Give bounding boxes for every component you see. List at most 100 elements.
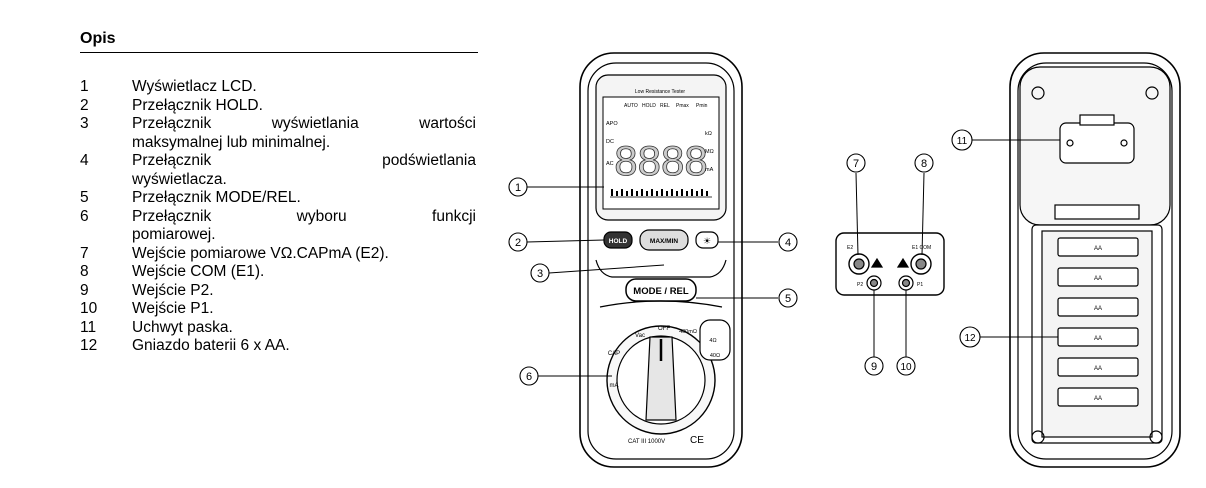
callout-1: 1 <box>508 177 528 197</box>
item-text: Wyświetlacz LCD. <box>132 78 257 95</box>
item-text: Wejście COM (E1). <box>132 263 265 280</box>
callout-3: 3 <box>530 263 550 283</box>
dial-label: 400mΩ <box>679 329 697 335</box>
item-text: Uchwyt paska. <box>132 318 233 336</box>
item-text: pomiarowej. <box>132 226 216 243</box>
callout-6: 6 <box>519 366 539 386</box>
svg-text:9: 9 <box>871 361 877 373</box>
lcd-annunciator: mA <box>705 167 714 173</box>
lcd-annunciator: REL <box>660 103 670 109</box>
terminal-label-e2: E2 <box>847 245 853 251</box>
terminal-label-e1: E1 COM <box>912 245 931 251</box>
item-number: 11 <box>80 318 97 336</box>
terminal-label-p1: P1 <box>917 282 923 288</box>
item-text: maksymalnej lub minimalnej. <box>132 133 331 151</box>
lcd-bargraph <box>611 189 708 196</box>
cat-rating: CAT III 1000V <box>628 439 665 445</box>
item-number: 6 <box>80 207 89 225</box>
maxmin-button-shape[interactable] <box>639 229 689 251</box>
lcd-annunciator: DC <box>606 139 614 145</box>
item-text: wyświetlacza. <box>132 170 227 188</box>
svg-text:1: 1 <box>515 182 521 194</box>
terminal-panel <box>835 232 945 296</box>
battery-label: AA <box>1094 306 1102 312</box>
item-text: Wejście P2. <box>132 281 214 299</box>
dial-label: Vac <box>635 333 645 339</box>
battery-label: AA <box>1094 336 1102 342</box>
strap-handle <box>1059 122 1135 164</box>
svg-text:8: 8 <box>921 158 927 170</box>
backlight-icon: ☀ <box>703 236 711 246</box>
item-text: Wejście P1. <box>132 300 214 317</box>
lcd-annunciator: Pmax <box>676 103 689 109</box>
list-item-continuation: maksymalnej lub minimalnej. <box>80 134 476 153</box>
dial-label: 40Ω <box>710 353 720 359</box>
backlight-button-shape[interactable] <box>695 231 719 249</box>
list-item: 1 Wyświetlacz LCD. <box>80 78 476 97</box>
device-illustration: Low Resistance Tester 8888 APO DC AC AUT… <box>500 45 1206 485</box>
meter-front <box>579 52 743 468</box>
callout-7: 7 <box>846 153 866 173</box>
list-item: 6 Przełącznik wyboru funkcji <box>80 208 476 227</box>
device-drawing: Low Resistance Tester 8888 APO DC AC AUT… <box>508 52 1181 468</box>
list-item: 5 Przełącznik MODE/REL. <box>80 189 476 208</box>
callout-8: 8 <box>914 153 934 173</box>
mode-rel-label: MODE / REL <box>633 286 689 297</box>
svg-text:6: 6 <box>526 371 532 383</box>
section-heading: Opis <box>80 30 478 53</box>
maxmin-label: MAX/MIN <box>650 238 678 245</box>
item-number: 1 <box>80 78 89 95</box>
svg-text:11: 11 <box>957 136 968 147</box>
lcd-title: Low Resistance Tester <box>635 89 686 95</box>
callout-5: 5 <box>778 288 798 308</box>
dial-label: OFF <box>658 326 670 332</box>
list-item: 9 Wejście P2. <box>80 282 476 301</box>
svg-text:5: 5 <box>785 293 791 305</box>
ce-mark: CE <box>690 435 704 446</box>
battery-label: AA <box>1094 366 1102 372</box>
list-item: 11 Uchwyt paska. <box>80 319 476 338</box>
dial-label: 4Ω <box>709 338 716 344</box>
svg-text:10: 10 <box>900 362 912 373</box>
svg-text:7: 7 <box>853 158 859 170</box>
item-text: Przełącznik HOLD. <box>132 96 263 114</box>
terminal-label-p2: P2 <box>857 282 863 288</box>
item-number: 9 <box>80 281 89 299</box>
lcd-digits: 8888 <box>614 137 707 184</box>
callout-lines <box>526 139 1060 377</box>
item-text: Przełącznik podświetlania <box>132 152 476 169</box>
lcd-annunciator: MΩ <box>705 149 714 155</box>
callout-10: 10 <box>896 356 916 376</box>
list-item-continuation: wyświetlacza. <box>80 171 476 190</box>
item-number: 8 <box>80 263 89 280</box>
item-text: Gniazdo baterii 6 x AA. <box>132 337 290 354</box>
item-number: 7 <box>80 244 89 262</box>
battery-label: AA <box>1094 276 1102 282</box>
lcd-annunciator: AUTO <box>624 103 638 109</box>
item-text: Przełącznik MODE/REL. <box>132 189 301 206</box>
callout-2: 2 <box>508 232 528 252</box>
dial-label: mA <box>610 383 619 389</box>
item-text: Wejście pomiarowe VΩ.CAPmA (E2). <box>132 244 389 262</box>
item-number: 5 <box>80 189 89 206</box>
callouts: 1 2 3 4 5 6 7 8 9 10 11 12 <box>508 129 981 386</box>
item-text: Przełącznik wyboru funkcji <box>132 207 476 225</box>
battery-label: AA <box>1094 246 1102 252</box>
lcd-annunciator: Pmin <box>696 103 708 109</box>
meter-back <box>1009 52 1181 468</box>
list-item: 10 Wejście P1. <box>80 300 476 319</box>
battery-label: AA <box>1094 396 1102 402</box>
callout-12: 12 <box>959 326 981 348</box>
callout-9: 9 <box>864 356 884 376</box>
list-item-continuation: pomiarowej. <box>80 226 476 245</box>
lcd-annunciator: APO <box>606 121 618 127</box>
list-item: 8 Wejście COM (E1). <box>80 263 476 282</box>
svg-text:3: 3 <box>537 268 543 280</box>
item-number: 10 <box>80 300 98 317</box>
item-text: Przełącznik wyświetlania wartości <box>132 115 476 132</box>
